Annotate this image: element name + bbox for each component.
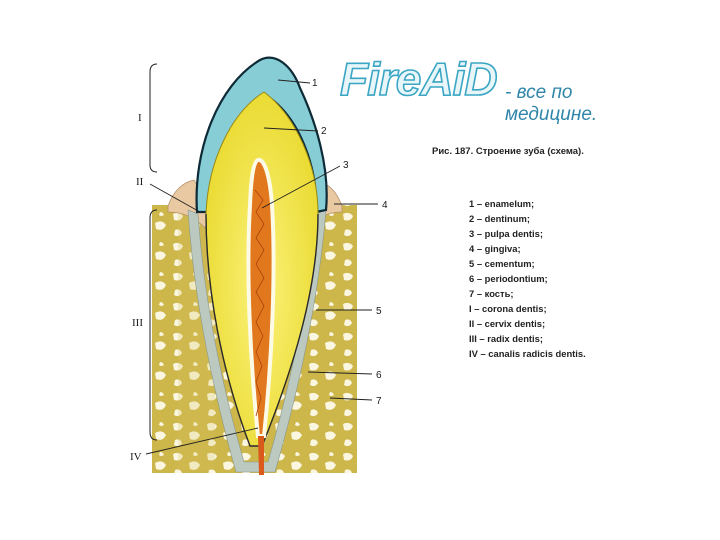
brand-logo: FireAiD <box>340 56 497 102</box>
label-5: 5 <box>376 306 382 317</box>
label-2: 2 <box>321 126 327 137</box>
legend-item: 7 – кость; <box>469 286 586 301</box>
legend-item: 4 – gingiva; <box>469 241 586 256</box>
tagline-line-2: медицине. <box>505 104 597 126</box>
label-1: 1 <box>312 78 318 89</box>
legend-item: 5 – cementum; <box>469 256 586 271</box>
legend-item: III – radix dentis; <box>469 331 586 346</box>
label-II: II <box>136 176 144 188</box>
legend-item: II – cervix dentis; <box>469 316 586 331</box>
label-IV: IV <box>130 451 142 463</box>
legend: 1 – enamelum; 2 – dentinum; 3 – pulpa de… <box>469 196 586 361</box>
figure-caption: Рис. 187. Строение зуба (схема). <box>432 146 584 157</box>
tagline-line-1: - все по <box>505 82 597 104</box>
legend-item: 3 – pulpa dentis; <box>469 226 586 241</box>
legend-item: I – corona dentis; <box>469 301 586 316</box>
label-7: 7 <box>376 396 382 407</box>
label-I: I <box>138 112 142 124</box>
legend-item: 6 – periodontium; <box>469 271 586 286</box>
bracket-corona <box>150 64 157 172</box>
brand-tagline: - все по медицине. <box>505 82 597 126</box>
label-3: 3 <box>343 160 349 171</box>
legend-item: IV – canalis radicis dentis. <box>469 346 586 361</box>
label-III: III <box>132 317 143 329</box>
pulp <box>248 160 273 436</box>
legend-item: 2 – dentinum; <box>469 211 586 226</box>
legend-item: 1 – enamelum; <box>469 196 586 211</box>
label-6: 6 <box>376 370 382 381</box>
label-4: 4 <box>382 200 388 211</box>
root-canal <box>258 436 264 475</box>
